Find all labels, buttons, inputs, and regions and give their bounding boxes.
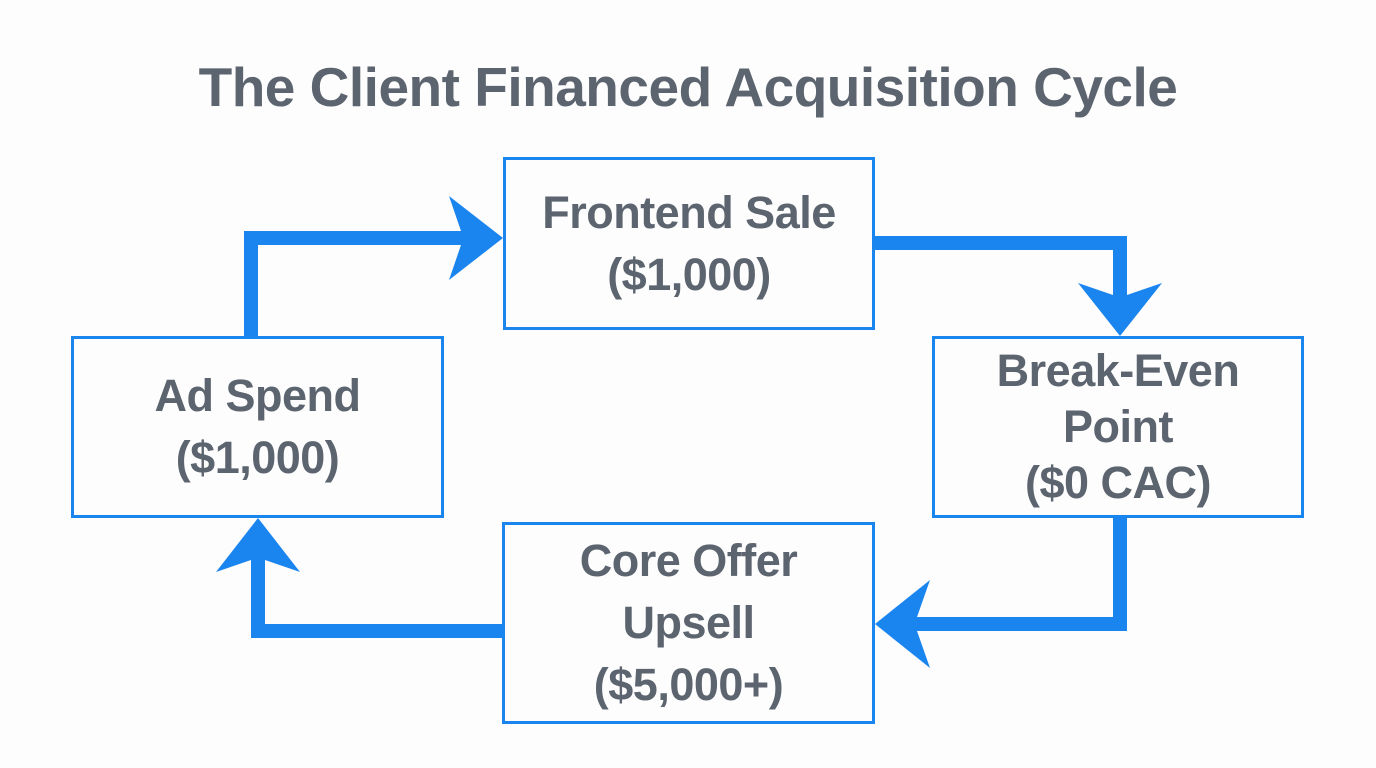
node-ad-spend[interactable]: Ad Spend ($1,000)	[71, 336, 444, 518]
arrowhead-left-into-core-offer	[875, 580, 930, 668]
edge-line-ad-spend-to-frontend-sale	[244, 231, 455, 336]
page-title: The Client Financed Acquisition Cycle	[198, 56, 1178, 118]
edge-core-offer-to-ad-spend	[216, 518, 502, 638]
edge-line-core-offer-to-ad-spend	[251, 572, 502, 638]
node-core-offer-label: Core Offer Upsell ($5,000+)	[579, 535, 798, 710]
arrowhead-right-into-frontend-sale	[449, 196, 503, 280]
edge-ad-spend-to-frontend-sale	[244, 196, 503, 336]
arrowhead-up-into-ad-spend	[216, 518, 300, 572]
edge-frontend-sale-to-break-even	[875, 236, 1162, 336]
node-break-even[interactable]: Break-Even Point ($0 CAC)	[932, 336, 1304, 518]
node-frontend-sale-label: Frontend Sale ($1,000)	[542, 186, 836, 300]
edge-line-frontend-sale-to-break-even	[875, 236, 1127, 285]
node-core-offer[interactable]: Core Offer Upsell ($5,000+)	[502, 522, 875, 724]
edge-break-even-to-core-offer	[875, 518, 1127, 668]
arrowhead-down-into-break-even	[1078, 283, 1162, 336]
edge-line-break-even-to-core-offer	[930, 518, 1127, 631]
node-frontend-sale[interactable]: Frontend Sale ($1,000)	[503, 157, 875, 330]
node-ad-spend-label: Ad Spend ($1,000)	[154, 370, 362, 483]
node-break-even-label: Break-Even Point ($0 CAC)	[996, 345, 1240, 508]
